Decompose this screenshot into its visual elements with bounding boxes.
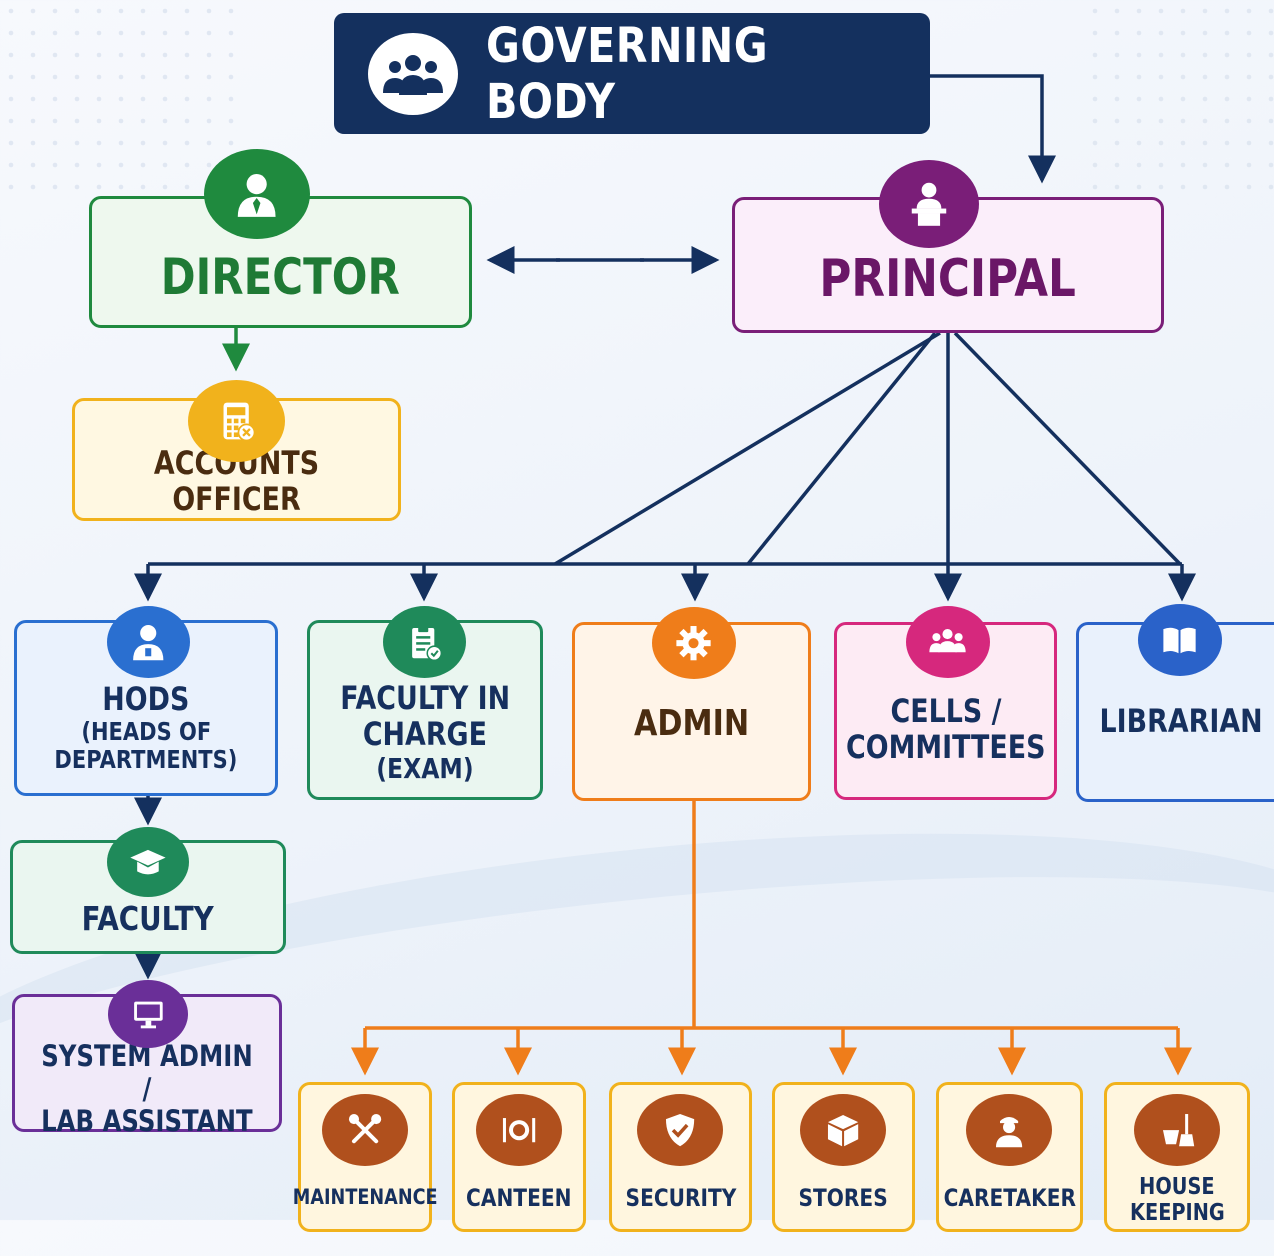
governing-body-box: GOVERNING BODY bbox=[334, 13, 930, 134]
security-label: SECURITY bbox=[625, 1183, 736, 1212]
person-tie-icon bbox=[204, 149, 310, 239]
governing-body-title: GOVERNING BODY bbox=[485, 17, 768, 130]
cells-committees-line1: CELLS / bbox=[890, 692, 1001, 731]
director-title: DIRECTOR bbox=[160, 248, 401, 306]
principal-branch-2 bbox=[746, 331, 937, 566]
connector-lines bbox=[134, 74, 1196, 1076]
librarian-title: LIBRARIAN bbox=[1099, 702, 1263, 741]
cells-committees-line2: COMMITTEES bbox=[845, 728, 1046, 766]
faculty-in-charge-line1: FACULTY IN bbox=[340, 679, 510, 718]
tools-icon bbox=[322, 1094, 408, 1166]
graduation-cap-icon bbox=[107, 827, 189, 897]
open-book-icon bbox=[1138, 604, 1222, 676]
principal-branch-1 bbox=[554, 331, 941, 566]
maintenance-label: MAINTENANCE bbox=[292, 1185, 438, 1210]
faculty-title: FACULTY bbox=[81, 898, 215, 938]
group-icon bbox=[906, 606, 990, 678]
admin-box: ADMIN bbox=[572, 622, 811, 801]
hods-subtitle-line2: DEPARTMENTS) bbox=[54, 744, 238, 774]
accounts-officer-title: ACCOUNTS OFFICER bbox=[153, 443, 320, 518]
group-icon bbox=[368, 32, 458, 115]
dot-pattern-left bbox=[0, 0, 240, 200]
calculator-icon bbox=[188, 380, 285, 462]
principal-title: PRINCIPAL bbox=[819, 248, 1077, 309]
housekeeping-label-line1: HOUSE bbox=[1139, 1174, 1215, 1201]
system-admin-line2: LAB ASSISTANT bbox=[41, 1104, 253, 1139]
box-icon bbox=[800, 1094, 886, 1166]
stores-label: STORES bbox=[798, 1183, 889, 1212]
principal-box: PRINCIPAL bbox=[732, 197, 1164, 333]
plate-cutlery-icon bbox=[476, 1094, 562, 1166]
speaker-podium-icon bbox=[879, 160, 979, 248]
faculty-in-charge-line3: (EXAM) bbox=[376, 752, 474, 786]
caretaker-label: CARETAKER bbox=[943, 1183, 1076, 1212]
gear-icon bbox=[652, 607, 736, 679]
hods-title: HODS bbox=[102, 680, 190, 719]
housekeeping-label-line2: KEEPING bbox=[1129, 1200, 1225, 1226]
shield-check-icon bbox=[637, 1094, 723, 1166]
canteen-label: CANTEEN bbox=[466, 1183, 572, 1212]
hods-subtitle-line1: (HEADS OF bbox=[81, 716, 211, 746]
faculty-in-charge-line2: CHARGE bbox=[362, 715, 488, 754]
monitor-icon bbox=[108, 980, 188, 1048]
person-id-badge-icon bbox=[107, 606, 190, 678]
principal-branch-4 bbox=[953, 331, 1182, 566]
arrow-governing-to-principal bbox=[930, 74, 1056, 184]
person-cap-icon bbox=[966, 1094, 1052, 1166]
admin-title: ADMIN bbox=[633, 703, 750, 745]
clipboard-check-icon bbox=[383, 606, 466, 678]
bucket-broom-icon bbox=[1134, 1094, 1220, 1166]
dot-pattern-right bbox=[1084, 0, 1274, 200]
system-admin-line1: SYSTEM ADMIN / bbox=[41, 1039, 253, 1106]
